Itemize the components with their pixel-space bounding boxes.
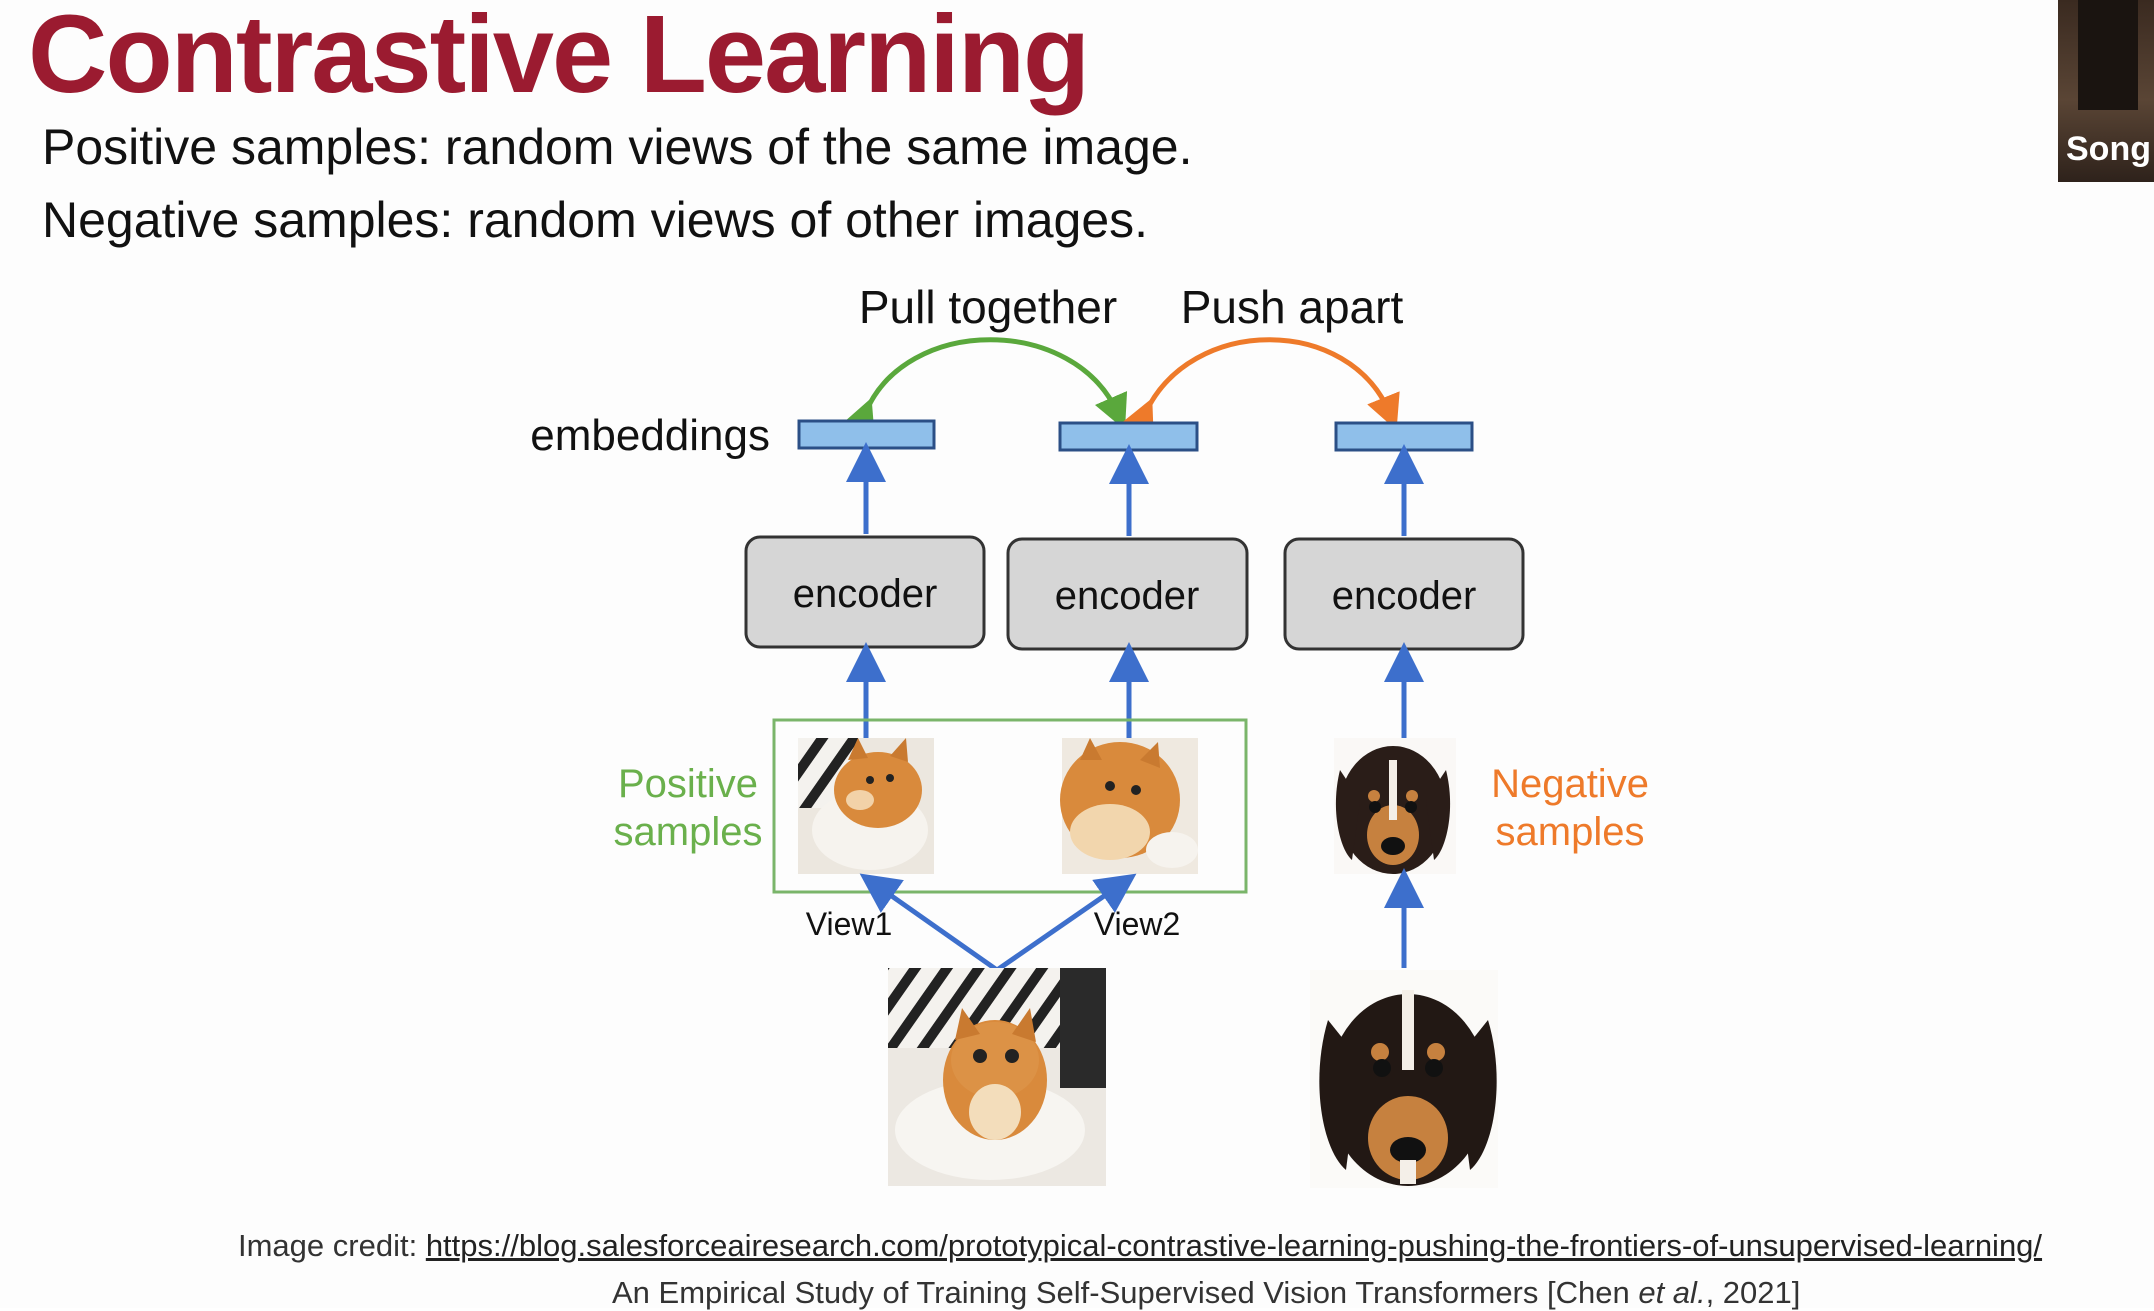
negative-samples-label-line2: samples bbox=[1496, 810, 1645, 854]
positive-samples-label-line1: Positive bbox=[618, 762, 758, 806]
citation-pre: An Empirical Study of Training Self-Supe… bbox=[612, 1275, 1639, 1310]
view2-label: View2 bbox=[1094, 906, 1181, 942]
bullet-negative: Negative samples: random views of other … bbox=[42, 192, 1149, 248]
speaker-video-figure bbox=[2078, 0, 2138, 110]
bullet-positive: Positive samples: random views of the sa… bbox=[42, 119, 1193, 175]
speaker-name-label: Song bbox=[2066, 130, 2151, 168]
negative-dog-image bbox=[1334, 738, 1456, 874]
citation-post: , 2021] bbox=[1705, 1275, 1801, 1310]
push-apart-arrow bbox=[1121, 337, 1400, 438]
embeddings-label: embeddings bbox=[530, 411, 770, 460]
original-cat-image bbox=[888, 968, 1106, 1186]
pull-together-arrow bbox=[842, 337, 1128, 437]
encoder-3-label: encoder bbox=[1332, 574, 1477, 618]
encoder-2-label: encoder bbox=[1055, 574, 1200, 618]
arrow-original-view2 bbox=[995, 873, 1137, 973]
push-apart-label: Push apart bbox=[1181, 281, 1404, 333]
paper-citation: An Empirical Study of Training Self-Supe… bbox=[612, 1275, 2154, 1311]
image-credit-link[interactable]: https://blog.salesforceairesearch.com/pr… bbox=[425, 1228, 2043, 1263]
positive-samples-box bbox=[772, 718, 1248, 894]
original-dog-image bbox=[1310, 970, 1498, 1188]
view2-cat-image bbox=[1060, 738, 1198, 874]
encoder-3: encoder bbox=[1283, 537, 1525, 651]
encoder-2: encoder bbox=[1006, 537, 1249, 651]
embedding-bar-1 bbox=[797, 419, 936, 450]
encoder-1: encoder bbox=[744, 535, 986, 649]
embedding-bar-3 bbox=[1334, 421, 1474, 452]
citation-et-al: et al. bbox=[1638, 1275, 1706, 1310]
positive-samples-label-line2: samples bbox=[614, 810, 763, 854]
image-credit: Image credit: https://blog.salesforceair… bbox=[238, 1228, 2154, 1264]
encoder-1-label: encoder bbox=[793, 572, 938, 616]
negative-samples-label-line1: Negative bbox=[1491, 762, 1649, 806]
arrow-original-view1 bbox=[859, 873, 999, 973]
pull-together-label: Pull together bbox=[859, 281, 1117, 333]
view1-label: View1 bbox=[806, 906, 893, 942]
image-credit-prefix: Image credit: bbox=[238, 1228, 426, 1263]
view1-cat-image bbox=[798, 738, 934, 874]
embedding-bar-2 bbox=[1058, 421, 1199, 452]
slide-title: Contrastive Learning bbox=[28, 0, 1090, 116]
